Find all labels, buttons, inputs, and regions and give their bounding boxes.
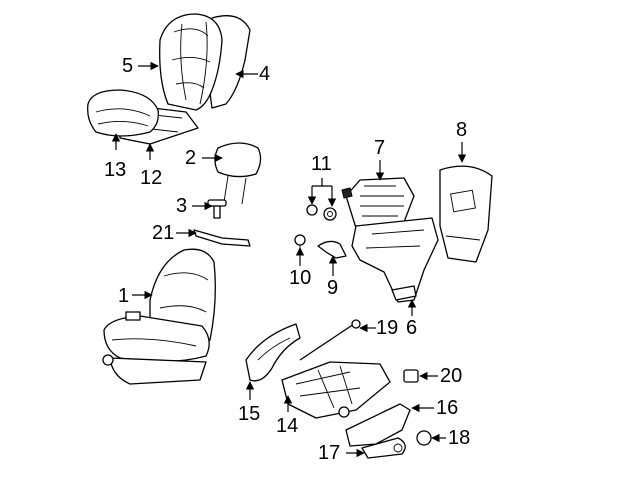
lever-part [361,437,406,459]
connector-part [317,240,347,259]
callout-14: 14 [276,415,299,437]
callout-10: 10 [289,267,312,289]
headrest-guide-part [207,199,227,219]
release-cable-part [299,319,361,361]
callout-1: 1 [118,285,130,307]
callout-13: 13 [104,159,127,181]
callout-6: 6 [406,317,418,339]
wire-bracket-part [193,229,251,247]
callout-9: 9 [327,277,339,299]
callout-18: 18 [448,427,471,449]
callout-8: 8 [456,119,468,141]
seat-cushion-frame-part [281,361,391,419]
callout-20: 20 [440,365,463,387]
headrest-part [214,142,262,205]
seat-back-cover-part [159,13,223,111]
recliner-mechanism-part [341,177,415,233]
seat-cushion-cover-part [87,89,159,137]
callout-11: 11 [311,153,332,175]
clip-ring-part [416,430,432,446]
track-cover-part [345,403,411,447]
callout-3: 3 [176,195,188,217]
bushing-part [403,369,419,383]
callout-19: 19 [376,317,399,339]
seat-back-frame-part [351,217,439,303]
seat-assembly-part [102,248,216,385]
callout-21: 21 [152,222,175,244]
side-cover-part [245,323,301,382]
callout-12: 12 [140,167,163,189]
seat-back-panel-part [439,165,493,263]
callout-5: 5 [122,55,134,77]
callout-15: 15 [238,403,261,425]
callout-16: 16 [436,397,459,419]
leader-lines [111,61,467,458]
callout-2: 2 [185,147,197,169]
callout-17: 17 [318,442,341,464]
callout-7: 7 [374,137,386,159]
bolt-part [306,204,337,221]
callout-4: 4 [259,63,271,85]
